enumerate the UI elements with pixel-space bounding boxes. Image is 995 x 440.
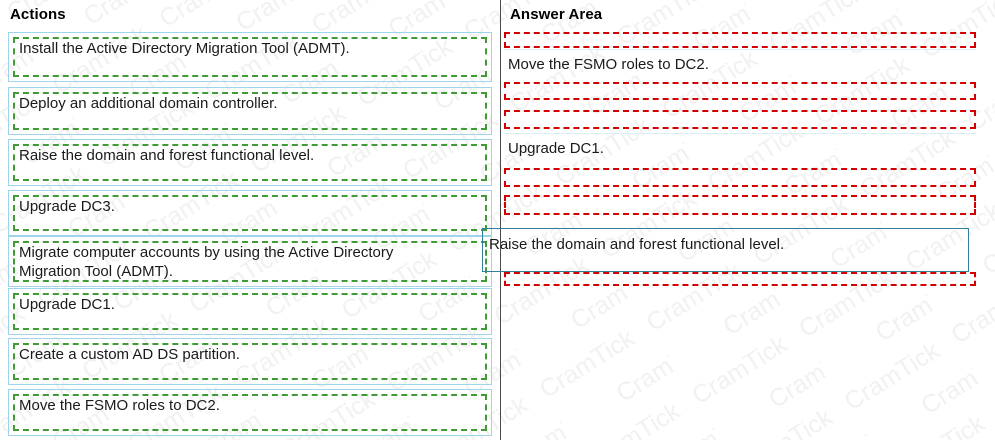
action-tile-label: Raise the domain and forest functional l…: [19, 147, 315, 164]
answer-item-raise-level[interactable]: Raise the domain and forest functional l…: [482, 228, 969, 272]
action-tile-label: Upgrade DC3.: [19, 198, 115, 215]
action-tile-migrate-accounts[interactable]: Migrate computer accounts by using the A…: [8, 236, 492, 287]
answer-drop-slot-4[interactable]: [504, 168, 976, 187]
answer-item-move-fsmo[interactable]: Move the FSMO roles to DC2.: [504, 52, 976, 74]
answer-item-label: Move the FSMO roles to DC2.: [508, 56, 709, 73]
action-tile-create-partition[interactable]: Create a custom AD DS partition.: [8, 338, 492, 385]
answer-drop-slot-2[interactable]: [504, 82, 976, 100]
action-tile-install-admt[interactable]: Install the Active Directory Migration T…: [8, 32, 492, 82]
action-tile-deploy-dc[interactable]: Deploy an additional domain controller.: [8, 87, 492, 135]
actions-column-header: Actions: [10, 6, 66, 23]
action-tile-upgrade-dc1[interactable]: Upgrade DC1.: [8, 288, 492, 335]
answer-item-label: Upgrade DC1.: [508, 140, 604, 157]
answer-drop-slot-1[interactable]: [504, 32, 976, 48]
action-tile-label: Create a custom AD DS partition.: [19, 346, 240, 363]
column-divider: [500, 0, 501, 440]
answer-item-label: Raise the domain and forest functional l…: [489, 236, 785, 253]
answer-area-header: Answer Area: [510, 6, 603, 23]
action-tile-label: Deploy an additional domain controller.: [19, 95, 278, 112]
action-tile-label: Move the FSMO roles to DC2.: [19, 397, 220, 414]
action-tile-raise-level[interactable]: Raise the domain and forest functional l…: [8, 139, 492, 186]
answer-item-upgrade-dc1[interactable]: Upgrade DC1.: [504, 136, 976, 158]
action-tile-move-fsmo[interactable]: Move the FSMO roles to DC2.: [8, 389, 492, 436]
action-tile-label: Migrate computer accounts by using the A…: [19, 244, 394, 280]
answer-separator: [504, 133, 976, 134]
answer-drop-slot-5[interactable]: [504, 195, 976, 215]
action-tile-label: Upgrade DC1.: [19, 296, 115, 313]
answer-drop-slot-6[interactable]: [504, 272, 976, 286]
action-tile-upgrade-dc3[interactable]: Upgrade DC3.: [8, 190, 492, 236]
answer-separator: [504, 49, 976, 50]
action-tile-label: Install the Active Directory Migration T…: [19, 40, 350, 57]
answer-drop-slot-3[interactable]: [504, 110, 976, 129]
